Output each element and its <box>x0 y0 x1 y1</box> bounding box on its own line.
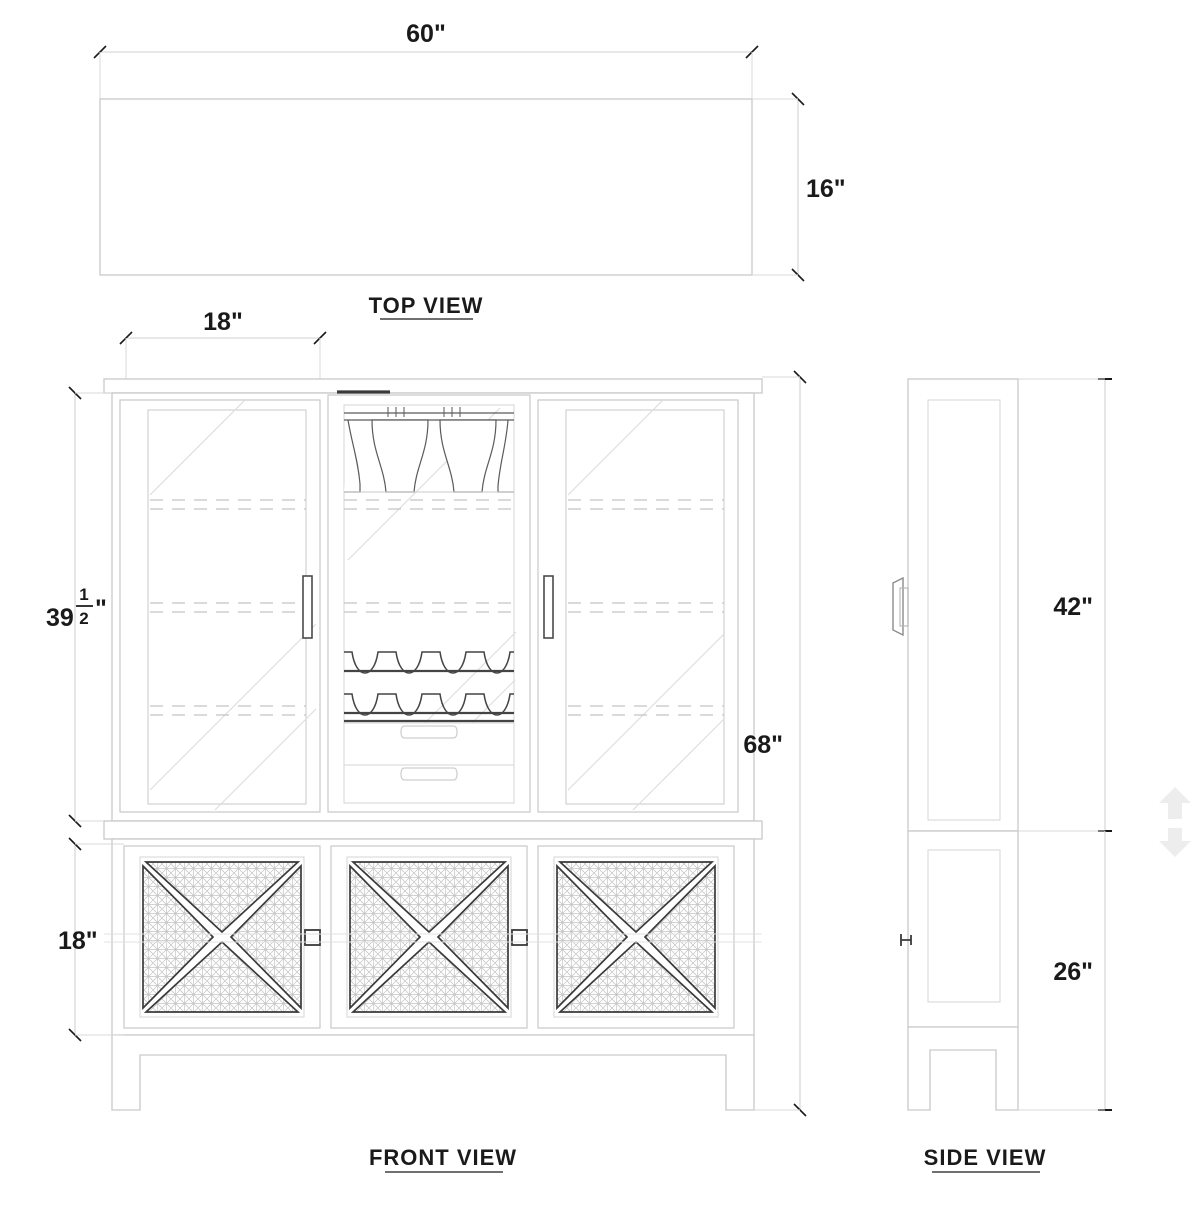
dim-upper-height-numerator: 1 <box>79 585 88 604</box>
front-view: 18" <box>46 308 807 1173</box>
left-glass-reflections <box>149 400 316 810</box>
right-door-shelves <box>568 499 724 716</box>
left-door-glass-panel <box>147 409 307 805</box>
top-view: 60" 16" TOP VIEW <box>93 20 846 320</box>
dim-top-depth-label: 16" <box>806 175 846 203</box>
center-drawer-1[interactable] <box>343 722 515 766</box>
base-legs <box>111 1034 755 1111</box>
dim-front-door-width-label: 18" <box>203 308 243 336</box>
side-upper-panel <box>927 399 1001 821</box>
upper-right-glass-door[interactable] <box>537 345 748 830</box>
left-door-pull-handle[interactable] <box>302 575 313 639</box>
dimension-side-lower-height: 26" <box>1018 831 1112 1111</box>
dimension-front-lower-height: 18" <box>58 837 124 1042</box>
side-view: 42" 26" SIDE VIEW <box>892 378 1191 1173</box>
lower-center-door-knob-right[interactable] <box>511 929 528 946</box>
dimension-side-upper-height: 42" <box>1018 378 1112 832</box>
right-door-pull-handle[interactable] <box>543 575 554 639</box>
dim-top-width-label: 60" <box>406 20 446 48</box>
stemware-glasses <box>344 419 514 493</box>
top-view-outline <box>99 98 753 276</box>
top-view-label: TOP VIEW <box>369 293 484 318</box>
drawer-2-front <box>343 764 515 804</box>
side-upper-handle-inner <box>899 587 909 627</box>
lower-door-left[interactable] <box>123 845 321 1029</box>
top-view-label-group: TOP VIEW <box>369 293 484 320</box>
dim-side-upper-height-label: 42" <box>1053 593 1093 621</box>
center-drawer-2[interactable] <box>343 764 515 804</box>
wine-rack-row-2 <box>344 693 514 723</box>
dimension-front-door-width: 18" <box>119 308 327 400</box>
dim-front-lower-height-label: 18" <box>58 927 98 955</box>
scroll-indicator-overlay <box>1159 787 1191 857</box>
center-shelves <box>344 499 514 613</box>
right-glass-reflections <box>567 400 725 810</box>
lower-door-right[interactable] <box>537 845 735 1029</box>
mid-counter-band <box>103 820 763 840</box>
side-base-legs <box>907 1026 1019 1111</box>
side-lower-knob[interactable] <box>900 934 912 946</box>
dim-upper-height-unit: " <box>95 595 107 623</box>
dim-upper-height-whole: 39 <box>46 604 74 632</box>
lower-right-x-pattern <box>556 861 716 1013</box>
front-centerline <box>104 933 762 943</box>
arrow-up-icon <box>1159 787 1191 819</box>
dimension-front-overall-height: 68" <box>743 370 807 1117</box>
dimension-front-upper-height: 39 1 2 " <box>46 386 112 828</box>
drawer-1-pull[interactable] <box>400 725 458 739</box>
drawer-2-pull[interactable] <box>400 767 458 781</box>
lower-left-x-pattern <box>142 861 302 1013</box>
side-view-label-group: SIDE VIEW <box>924 1145 1047 1173</box>
dim-side-lower-height-label: 26" <box>1053 958 1093 986</box>
arrow-down-icon <box>1159 828 1191 857</box>
upper-center-wine-section <box>327 390 531 813</box>
dim-upper-height-denominator: 2 <box>79 609 88 628</box>
lower-center-x-pattern <box>349 861 509 1013</box>
right-door-glass-panel <box>565 409 725 805</box>
side-lower-panel <box>927 849 1001 1003</box>
side-view-label: SIDE VIEW <box>924 1145 1047 1170</box>
dim-front-overall-height-label: 68" <box>743 731 783 759</box>
upper-left-glass-door[interactable] <box>119 345 330 830</box>
drawer-1-front <box>343 722 515 766</box>
lower-left-door-knob[interactable] <box>304 929 321 946</box>
front-view-label-group: FRONT VIEW <box>369 1145 517 1173</box>
dimension-top-depth: 16" <box>752 92 846 282</box>
front-view-label: FRONT VIEW <box>369 1145 517 1170</box>
wine-rack-row-1 <box>344 651 514 674</box>
left-door-shelves <box>150 499 306 716</box>
lower-door-center[interactable] <box>330 845 557 1029</box>
cabinet-top-cap <box>103 378 763 394</box>
dimension-top-width: 60" <box>93 20 759 100</box>
